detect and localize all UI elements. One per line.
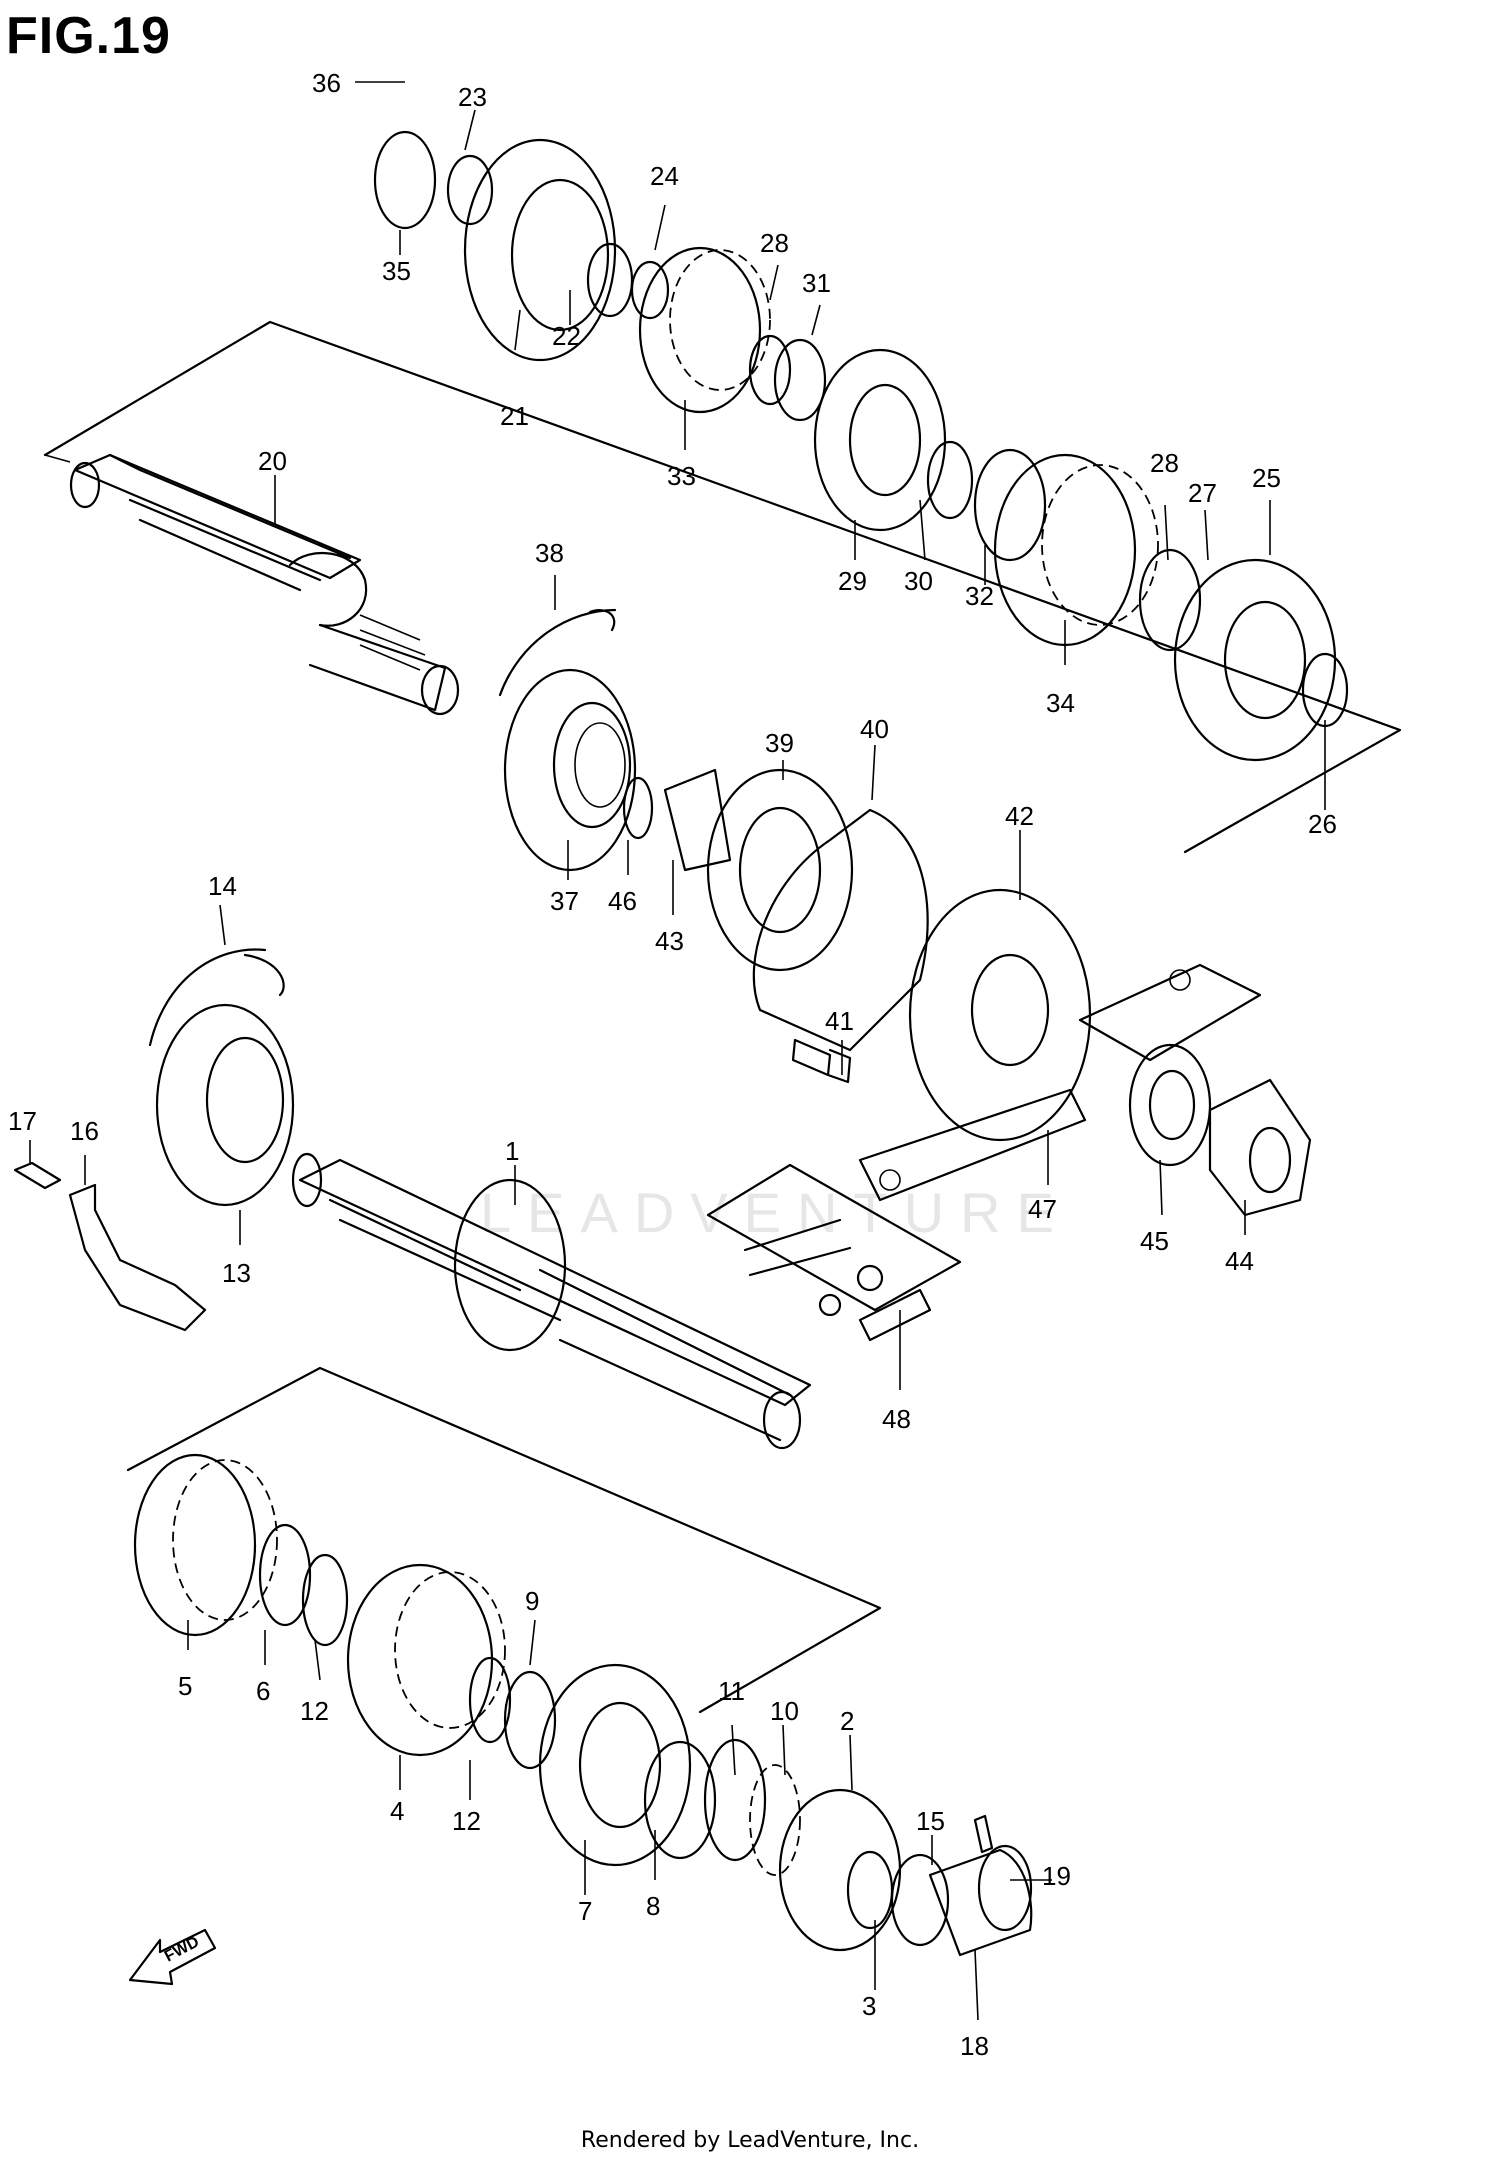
callout: 32 (965, 581, 994, 611)
callout: 16 (70, 1116, 99, 1146)
callout: 7 (578, 1896, 592, 1926)
callouts: 1 2 3 4 5 6 7 8 9 10 11 12 12 13 14 15 1… (8, 68, 1337, 2061)
callout: 18 (960, 2031, 989, 2061)
bearing-37 (503, 668, 637, 872)
callout: 2 (840, 1706, 854, 1736)
callout: 10 (770, 1696, 799, 1726)
callout: 48 (882, 1404, 911, 1434)
lower-group-frame (126, 1366, 882, 1714)
callout: 17 (8, 1106, 37, 1136)
callout: 35 (382, 256, 411, 286)
callout: 37 (550, 886, 579, 916)
figure-title: FIG.19 (6, 7, 171, 65)
callout: 3 (862, 1991, 876, 2021)
callout: 28 (760, 228, 789, 258)
seal-39 (706, 768, 854, 972)
callout: 46 (608, 886, 637, 916)
callout: 43 (655, 926, 684, 956)
bolt-41 (791, 1038, 852, 1084)
callout: 29 (838, 566, 867, 596)
callout: 8 (646, 1891, 660, 1921)
callout: 15 (916, 1806, 945, 1836)
callout: 40 (860, 714, 889, 744)
callout: 34 (1046, 688, 1075, 718)
spacer-43 (663, 768, 732, 872)
nut-44 (1208, 1078, 1312, 1217)
sprocket-42 (908, 888, 1092, 1142)
callout: 42 (1005, 801, 1034, 831)
callout: 14 (208, 871, 237, 901)
callout: 5 (178, 1671, 192, 1701)
callout: 21 (500, 401, 529, 431)
callout: 25 (1252, 463, 1281, 493)
callout: 33 (667, 461, 696, 491)
mainshaft-1 (291, 1152, 812, 1450)
callout: 19 (1042, 1861, 1071, 1891)
callout: 27 (1188, 478, 1217, 508)
callout: 44 (1225, 1246, 1254, 1276)
upper-group-frame (43, 320, 1402, 854)
callout: 22 (552, 321, 581, 351)
callout: 26 (1308, 809, 1337, 839)
callout: 11 (718, 1676, 745, 1706)
callout: 28 (1150, 448, 1179, 478)
bearing-13 (155, 1003, 295, 1207)
callout: 41 (825, 1006, 854, 1036)
link-kit-frame (706, 1163, 962, 1312)
callout: 4 (390, 1796, 404, 1826)
upper-frame-tail (44, 454, 71, 463)
washer-45 (1128, 1043, 1212, 1167)
callout: 36 (312, 68, 341, 98)
plate-40 (752, 808, 929, 1052)
circlip-14 (148, 948, 285, 1047)
callout: 13 (222, 1258, 251, 1288)
link-kit-48-parts (743, 1218, 932, 1342)
callout: 39 (765, 728, 794, 758)
callout: 24 (650, 161, 679, 191)
callout: 23 (458, 82, 487, 112)
callout: 20 (258, 446, 287, 476)
callout: 31 (802, 268, 831, 298)
callout: 47 (1028, 1194, 1057, 1224)
countershaft (69, 453, 460, 716)
fwd-label: FWD (162, 1933, 202, 1965)
callout: 1 (505, 1136, 519, 1166)
leader-lines (29, 81, 1326, 2021)
footer-credit: Rendered by LeadVenture, Inc. (580, 2128, 920, 2153)
circlip-38 (498, 608, 617, 697)
callout: 6 (256, 1676, 270, 1706)
callout: 45 (1140, 1226, 1169, 1256)
callout: 12 (300, 1696, 329, 1726)
callout: 12 (452, 1806, 481, 1836)
fwd-arrow-icon: FWD (128, 1928, 217, 1986)
callout: 30 (904, 566, 933, 596)
lower-gear-stack (133, 1453, 1033, 1957)
callout: 38 (535, 538, 564, 568)
bolt-17 (13, 1161, 62, 1190)
bracket-16 (68, 1183, 207, 1332)
drive-chain-47 (858, 963, 1262, 1202)
watermark: LEADVENTURE (480, 1181, 1070, 1244)
callout: 9 (525, 1586, 539, 1616)
washer-46 (622, 776, 654, 840)
upper-gear-stack (373, 130, 1349, 762)
